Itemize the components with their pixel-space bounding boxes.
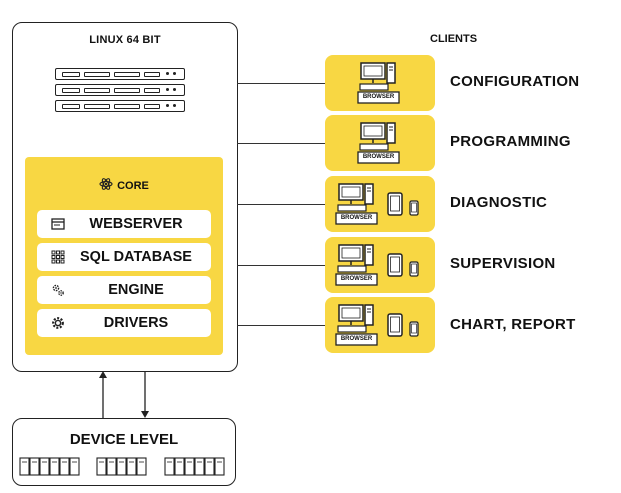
connector-line <box>237 204 325 205</box>
client-label-supervision: SUPERVISION <box>450 255 556 272</box>
io-modules-icon <box>19 457 225 476</box>
connector-line <box>237 83 325 84</box>
core-title: CORE <box>25 177 223 192</box>
connector-line <box>237 325 325 326</box>
gear-icon <box>52 317 64 329</box>
grid-icon <box>51 250 65 264</box>
rack-unit-icon <box>55 68 185 80</box>
client-label-chart-report: CHART, REPORT <box>450 316 576 333</box>
atom-icon <box>99 178 113 190</box>
server-box: LINUX 64 BIT CORE <box>12 22 238 372</box>
client-box-programming: BROWSER <box>325 115 435 171</box>
client-label-programming: PROGRAMMING <box>450 133 571 150</box>
browser-label: BROWSER <box>340 276 373 282</box>
up-arrow-icon <box>99 371 107 378</box>
core-item-label: SQL DATABASE <box>80 249 192 265</box>
core-item-label: ENGINE <box>108 282 164 298</box>
core-label: CORE <box>117 180 149 192</box>
phone-icon <box>409 200 419 216</box>
rack-unit-icon <box>55 84 185 96</box>
browser-label: BROWSER <box>340 336 373 342</box>
client-label-diagnostic: DIAGNOSTIC <box>450 194 548 211</box>
browser-label: BROWSER <box>340 215 373 221</box>
browser-label: BROWSER <box>362 94 395 100</box>
device-level-title: DEVICE LEVEL <box>69 431 179 448</box>
connector-line <box>237 265 325 266</box>
core-item-label: WEBSERVER <box>89 216 183 232</box>
core-item-webserver: WEBSERVER <box>37 210 211 238</box>
browser-label: BROWSER <box>362 154 395 160</box>
core-box: CORE WEBSERVER SQL DATABASE <box>25 157 223 355</box>
tablet-icon <box>387 313 403 337</box>
client-box-chart-report: BROWSER <box>325 297 435 353</box>
desktop-browser-icon <box>335 304 378 346</box>
core-item-label: DRIVERS <box>103 315 169 331</box>
core-item-sql-database: SQL DATABASE <box>37 243 211 271</box>
desktop-browser-icon <box>357 122 400 164</box>
desktop-browser-icon <box>335 244 378 286</box>
device-level-box: DEVICE LEVEL <box>12 418 236 486</box>
core-item-drivers: DRIVERS <box>37 309 211 337</box>
down-arrow-icon <box>141 411 149 418</box>
client-box-diagnostic: BROWSER <box>325 176 435 232</box>
bidirectional-arrows <box>99 371 149 418</box>
client-box-supervision: BROWSER <box>325 237 435 293</box>
server-title: LINUX 64 BIT <box>89 34 161 46</box>
connector-line <box>237 143 325 144</box>
clients-title: CLIENTS <box>430 33 478 45</box>
phone-icon <box>409 321 419 337</box>
rack-unit-icon <box>55 100 185 112</box>
tablet-icon <box>387 192 403 216</box>
client-label-configuration: CONFIGURATION <box>450 73 580 90</box>
gears-icon <box>52 284 64 296</box>
phone-icon <box>409 261 419 277</box>
client-box-configuration: BROWSER <box>325 55 435 111</box>
core-item-engine: ENGINE <box>37 276 211 304</box>
tablet-icon <box>387 253 403 277</box>
desktop-browser-icon <box>335 183 378 225</box>
desktop-browser-icon <box>357 62 400 104</box>
window-icon <box>51 218 65 230</box>
